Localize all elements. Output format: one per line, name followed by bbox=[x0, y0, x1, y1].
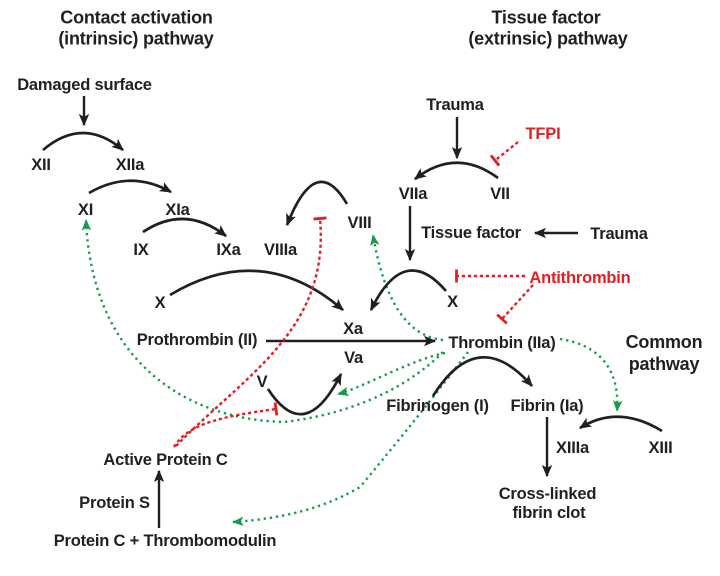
label-ix: IX bbox=[133, 241, 148, 259]
label-active-protein-c: Active Protein C bbox=[103, 451, 228, 469]
arrow-xiii-to-xiiia bbox=[578, 415, 663, 433]
label-protein-s: Protein S bbox=[79, 494, 150, 512]
label-tfpi: TFPI bbox=[526, 125, 561, 143]
label-xiiia: XIIIa bbox=[556, 439, 590, 457]
label-trauma-top: Trauma bbox=[426, 96, 485, 114]
title-extrinsic-line2: (extrinsic) pathway bbox=[468, 29, 627, 49]
title-extrinsic-line1: Tissue factor bbox=[491, 8, 600, 28]
arrow-vii-to-viia bbox=[414, 161, 499, 181]
label-tissue-factor: Tissue factor bbox=[421, 224, 522, 242]
arrow-x-right-to-xa bbox=[369, 269, 448, 312]
label-viii: VIII bbox=[348, 214, 372, 232]
label-antithrombin: Antithrombin bbox=[529, 269, 630, 287]
arrow-fibrinogen-to-fibrin bbox=[431, 355, 534, 397]
arrow-xii-to-xiia bbox=[42, 131, 124, 152]
arrow-xi-to-xia bbox=[88, 179, 173, 195]
label-trauma-right: Trauma bbox=[590, 225, 649, 243]
labels: Contact activation (intrinsic) pathway T… bbox=[17, 8, 702, 551]
arrow-x-left-to-xa bbox=[169, 269, 344, 312]
label-viiia: VIIIa bbox=[264, 241, 298, 259]
arrow-v-to-va bbox=[266, 372, 343, 416]
arrow-ix-to-ixa bbox=[142, 217, 227, 238]
feedback-thrombin-to-v bbox=[337, 351, 446, 397]
label-va: Va bbox=[344, 349, 364, 367]
title-common-line1: Common bbox=[626, 332, 703, 352]
label-x-right: X bbox=[447, 293, 458, 311]
feedback-thrombin-to-xiii bbox=[559, 337, 623, 412]
title-intrinsic-line1: Contact activation bbox=[60, 8, 212, 28]
label-fibrinogen: Fibrinogen (I) bbox=[386, 397, 489, 415]
inhibit-apc-to-viii bbox=[175, 216, 327, 447]
label-xii: XII bbox=[31, 156, 51, 174]
label-protein-c-thrombomodulin: Protein C + Thrombomodulin bbox=[54, 532, 277, 550]
label-vii: VII bbox=[490, 185, 510, 203]
inhibit-apc-to-v bbox=[172, 402, 279, 448]
label-xi: XI bbox=[78, 201, 93, 219]
feedback-thrombin-to-protein-c bbox=[232, 351, 469, 527]
label-xiii: XIII bbox=[649, 439, 673, 457]
title-common-line2: pathway bbox=[629, 354, 700, 374]
label-xiia: XIIa bbox=[116, 156, 146, 174]
green-feedback-curves bbox=[81, 219, 623, 527]
label-thrombin: Thrombin (IIa) bbox=[448, 334, 555, 352]
label-damaged-surface: Damaged surface bbox=[17, 76, 152, 94]
feedback-thrombin-to-xi bbox=[81, 219, 444, 424]
inhibit-tfpi-to-vii bbox=[489, 141, 519, 167]
label-x-left: X bbox=[155, 294, 166, 312]
label-ixa: IXa bbox=[216, 241, 241, 259]
label-xa: Xa bbox=[343, 320, 364, 338]
feedback-thrombin-to-viii bbox=[370, 234, 444, 342]
label-cross-linked-line1: Cross-linked bbox=[499, 485, 597, 503]
inhibit-antithrombin-to-thrombin bbox=[496, 284, 534, 325]
label-viia: VIIa bbox=[399, 185, 429, 203]
arrow-viii-to-viiia bbox=[285, 180, 349, 227]
label-fibrin: Fibrin (Ia) bbox=[511, 397, 584, 415]
red-inhibition-lines bbox=[172, 141, 534, 448]
label-prothrombin: Prothrombin (II) bbox=[137, 331, 258, 349]
black-arrows bbox=[42, 96, 663, 528]
label-cross-linked-line2: fibrin clot bbox=[513, 504, 587, 522]
label-xia: XIa bbox=[165, 201, 190, 219]
label-v: V bbox=[257, 373, 268, 391]
title-intrinsic-line2: (intrinsic) pathway bbox=[58, 29, 213, 49]
